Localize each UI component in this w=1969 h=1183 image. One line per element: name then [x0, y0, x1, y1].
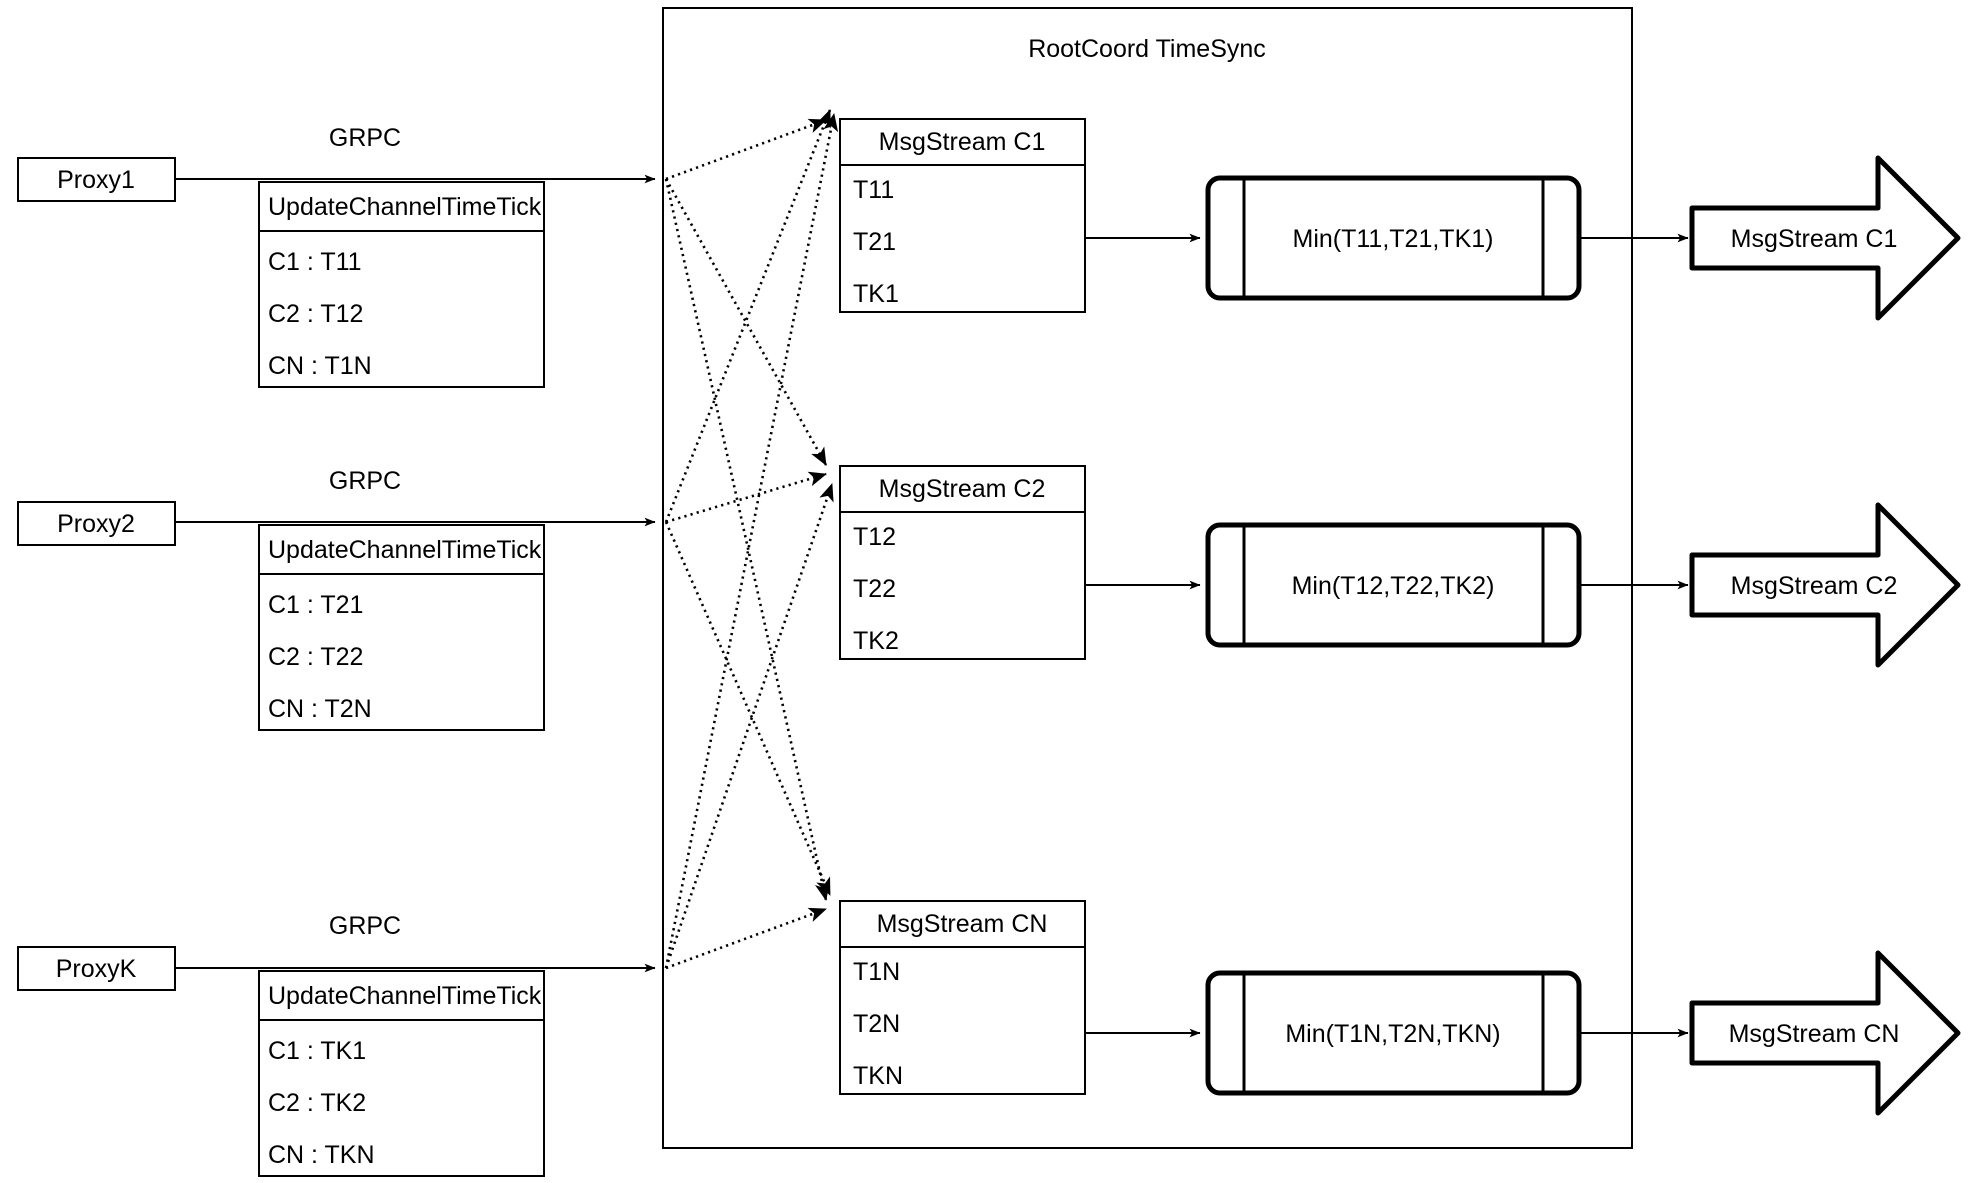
fanout-edge-p1-c1 — [665, 118, 827, 181]
msgstream-box-3: MsgStream CN T1N T2N TKN — [839, 900, 1086, 1095]
timesync-fanout-edges — [664, 109, 839, 970]
request-header-2: UpdateChannelTimeTick — [268, 536, 542, 564]
output-arrow-shape-1 — [1689, 155, 1961, 321]
proxy-group-1: Proxy1 GRPC UpdateChannelTimeTick C1 : T… — [17, 124, 656, 388]
process-box-1: Min(T11,T21,TK1) — [1205, 175, 1582, 301]
process-box-3: Min(T1N,T2N,TKN) — [1205, 970, 1582, 1096]
request-row-1-2: CN : T1N — [268, 352, 372, 380]
proxy-label-1: Proxy1 — [57, 166, 135, 194]
msgstream-rect-2 — [839, 465, 1086, 660]
msgstream-row-2-0: T12 — [853, 523, 896, 551]
proxy-group-3: ProxyK GRPC UpdateChannelTimeTick C1 : T… — [17, 912, 656, 1177]
msgstream-header-1: MsgStream C1 — [879, 128, 1046, 156]
process-label-1: Min(T11,T21,TK1) — [1293, 225, 1494, 253]
output-label-2: MsgStream C2 — [1731, 572, 1898, 600]
msgstream-row-3-1: T2N — [853, 1010, 900, 1038]
msgstream-row-3-0: T1N — [853, 958, 900, 986]
fanout-edge-pk-cn — [665, 907, 827, 970]
msgstream-rect-3 — [839, 900, 1086, 1095]
process-label-3: Min(T1N,T2N,TKN) — [1285, 1020, 1500, 1048]
fanout-edge-pk-c1 — [664, 113, 839, 969]
proxy-box-3[interactable] — [17, 946, 176, 991]
request-row-2-1: C2 : T22 — [268, 643, 363, 671]
msgstream-row-3-2: TKN — [853, 1062, 903, 1090]
process-label-2: Min(T12,T22,TK2) — [1292, 572, 1495, 600]
request-header-1: UpdateChannelTimeTick — [268, 193, 542, 221]
output-label-3: MsgStream CN — [1729, 1020, 1900, 1048]
fanout-edge-p2-c2 — [665, 471, 827, 524]
request-header-3: UpdateChannelTimeTick — [268, 982, 542, 1010]
fanout-edge-p2-cn — [664, 521, 832, 896]
process-box-2: Min(T12,T22,TK2) — [1205, 522, 1582, 648]
request-row-2-2: CN : T2N — [268, 695, 372, 723]
msgstream-header-3: MsgStream CN — [877, 910, 1048, 938]
msgstream-row-2-2: TK2 — [853, 627, 899, 655]
msgstream-header-2: MsgStream C2 — [879, 475, 1046, 503]
fanout-edge-p1-cn — [664, 178, 830, 901]
request-row-3-2: CN : TKN — [268, 1141, 375, 1169]
request-row-1-1: C2 : T12 — [268, 300, 363, 328]
proxy-box-1[interactable] — [17, 157, 176, 202]
output-label-1: MsgStream C1 — [1731, 225, 1898, 253]
proxy-group-2: Proxy2 GRPC UpdateChannelTimeTick C1 : T… — [17, 467, 656, 731]
request-box-2 — [258, 524, 545, 731]
msgstream-box-2: MsgStream C2 T12 T22 TK2 — [839, 465, 1086, 660]
output-arrow-3[interactable]: MsgStream CN — [1689, 950, 1961, 1116]
msgstream-row-1-0: T11 — [853, 176, 894, 204]
msgstream-rect-1 — [839, 118, 1086, 313]
request-row-1-0: C1 : T11 — [268, 248, 362, 276]
request-row-3-0: C1 : TK1 — [268, 1037, 366, 1065]
msgstream-row-2-1: T22 — [853, 575, 896, 603]
request-row-3-1: C2 : TK2 — [268, 1089, 366, 1117]
grpc-label-3: GRPC — [329, 912, 401, 940]
output-arrow-shape-3 — [1689, 950, 1961, 1116]
output-arrow-shape-2 — [1689, 502, 1961, 668]
request-box-1 — [258, 181, 545, 388]
output-arrow-2[interactable]: MsgStream C2 — [1689, 502, 1961, 668]
grpc-label-2: GRPC — [329, 467, 401, 495]
msgstream-box-1: MsgStream C1 T11 T21 TK1 — [839, 118, 1086, 313]
fanout-edge-pk-c2 — [664, 483, 834, 969]
msgstream-row-1-2: TK1 — [853, 280, 899, 308]
output-arrow-1[interactable]: MsgStream C1 — [1689, 155, 1961, 321]
proxy-label-2: Proxy2 — [57, 510, 135, 538]
request-row-2-0: C1 : T21 — [268, 591, 363, 619]
proxy-label-3: ProxyK — [56, 955, 137, 983]
grpc-label-1: GRPC — [329, 124, 401, 152]
msgstream-row-1-1: T21 — [853, 228, 896, 256]
proxy-box-2[interactable] — [17, 501, 176, 546]
rootcoord-title: RootCoord TimeSync — [1028, 35, 1266, 63]
request-box-3 — [258, 970, 545, 1177]
